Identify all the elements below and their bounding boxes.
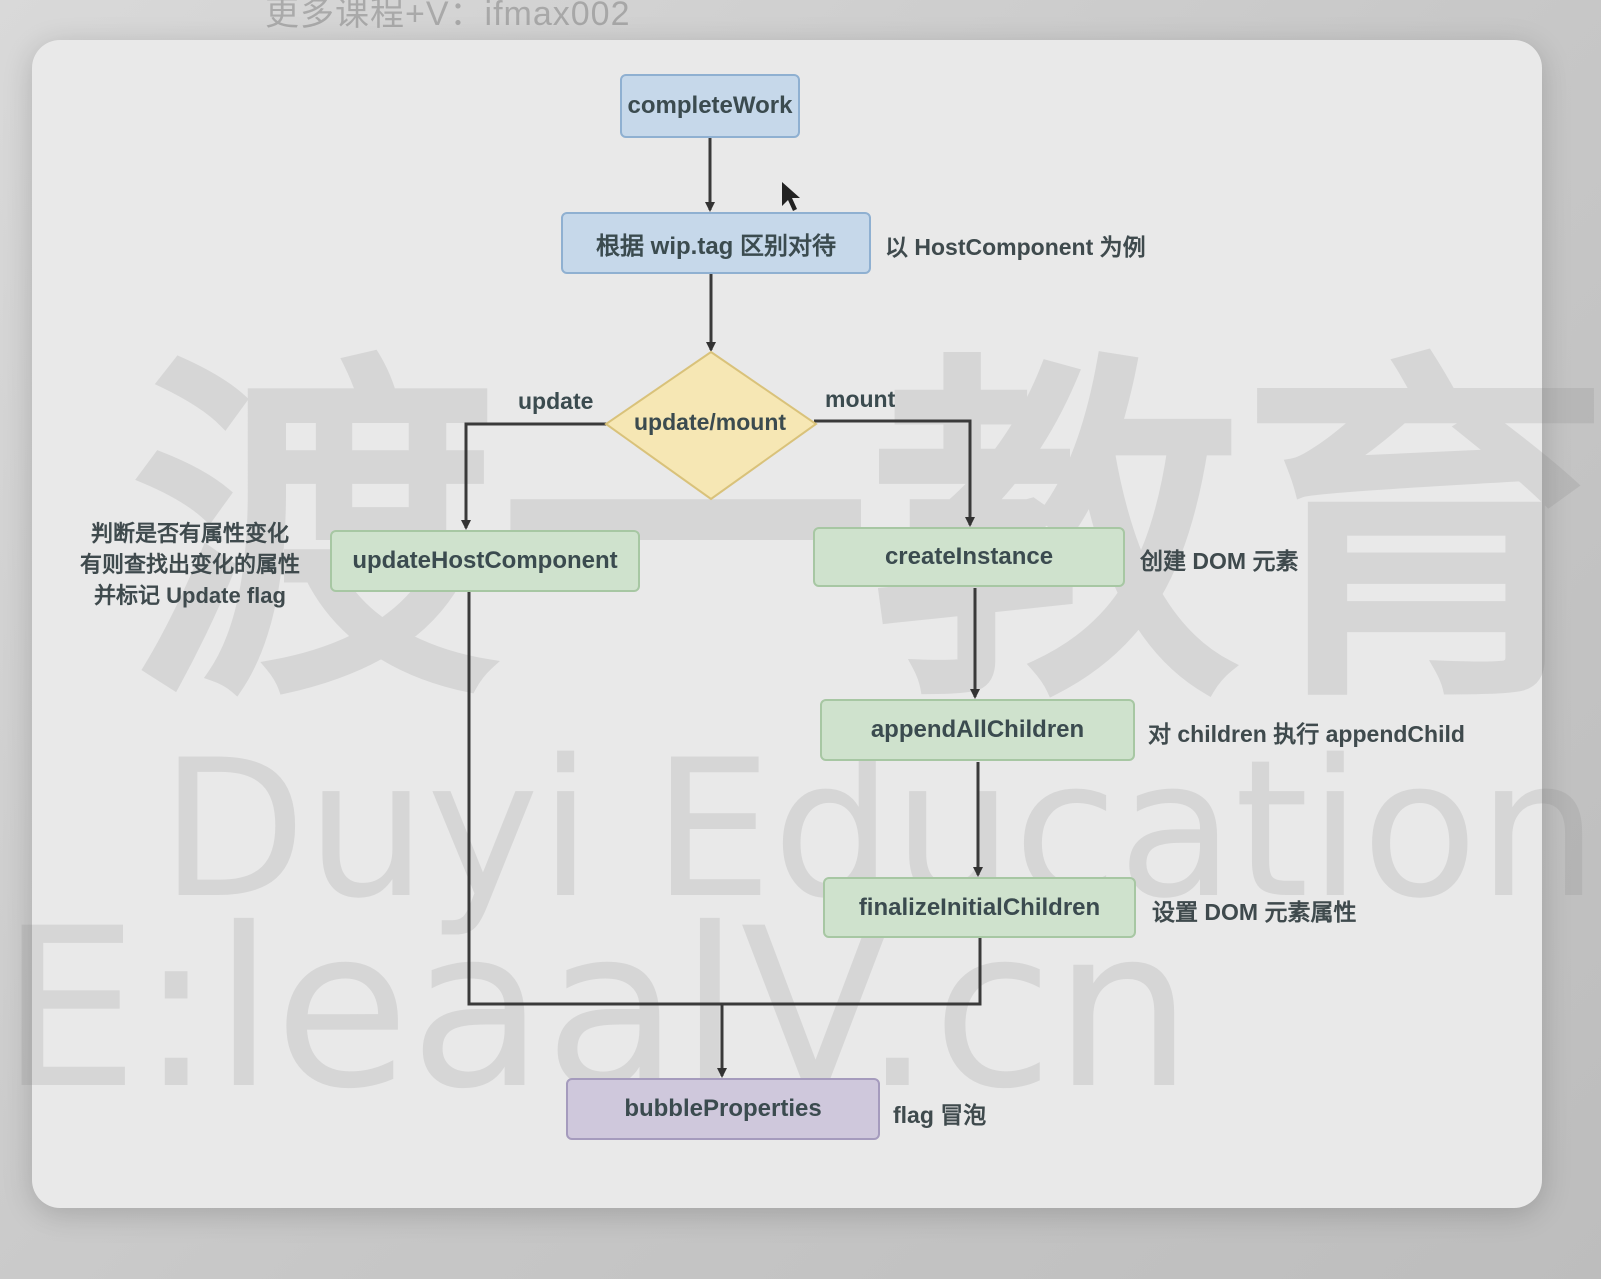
edge-finalize-merge [722,938,982,1006]
edge-update-merge [467,592,722,1006]
update-host-component-node: updateHostComponent [330,530,640,592]
append-all-note: 对 children 执行 appendChild [1148,721,1465,747]
update-host-note-line-2: 有则查找出变化的属性 [79,552,300,577]
update-host-note: 判断是否有属性变化 有则查找出变化的属性 并标记 Update flag [60,518,320,611]
create-instance-note: 创建 DOM 元素 [1140,548,1299,574]
update-host-note-line-3: 并标记 Update flag [94,583,286,608]
complete-work-node: completeWork [620,74,800,138]
dispatch-note: 以 HostComponent 为例 [885,234,1146,260]
edge-label-update: update [518,388,594,414]
edge-label-mount: mount [825,386,896,412]
update-host-note-line-1: 判断是否有属性变化 [90,521,289,546]
edge-mount-branch [814,419,975,527]
cursor-icon [782,182,800,211]
decision-label: update/mount [634,409,787,435]
finalize-initial-children-node: finalizeInitialChildren [823,877,1136,938]
decision-diamond [604,350,818,501]
bubble-note: flag 冒泡 [893,1102,987,1128]
create-instance-node: createInstance [813,527,1125,587]
top-caption: 更多课程+V：ifmax002 [265,0,631,33]
finalize-note: 设置 DOM 元素属性 [1152,899,1357,925]
wip-tag-dispatch-node: 根据 wip.tag 区别对待 [561,212,871,274]
edge-update-branch [461,422,610,530]
bubble-properties-node: bubbleProperties [566,1078,880,1140]
append-all-children-node: appendAllChildren [820,699,1135,761]
